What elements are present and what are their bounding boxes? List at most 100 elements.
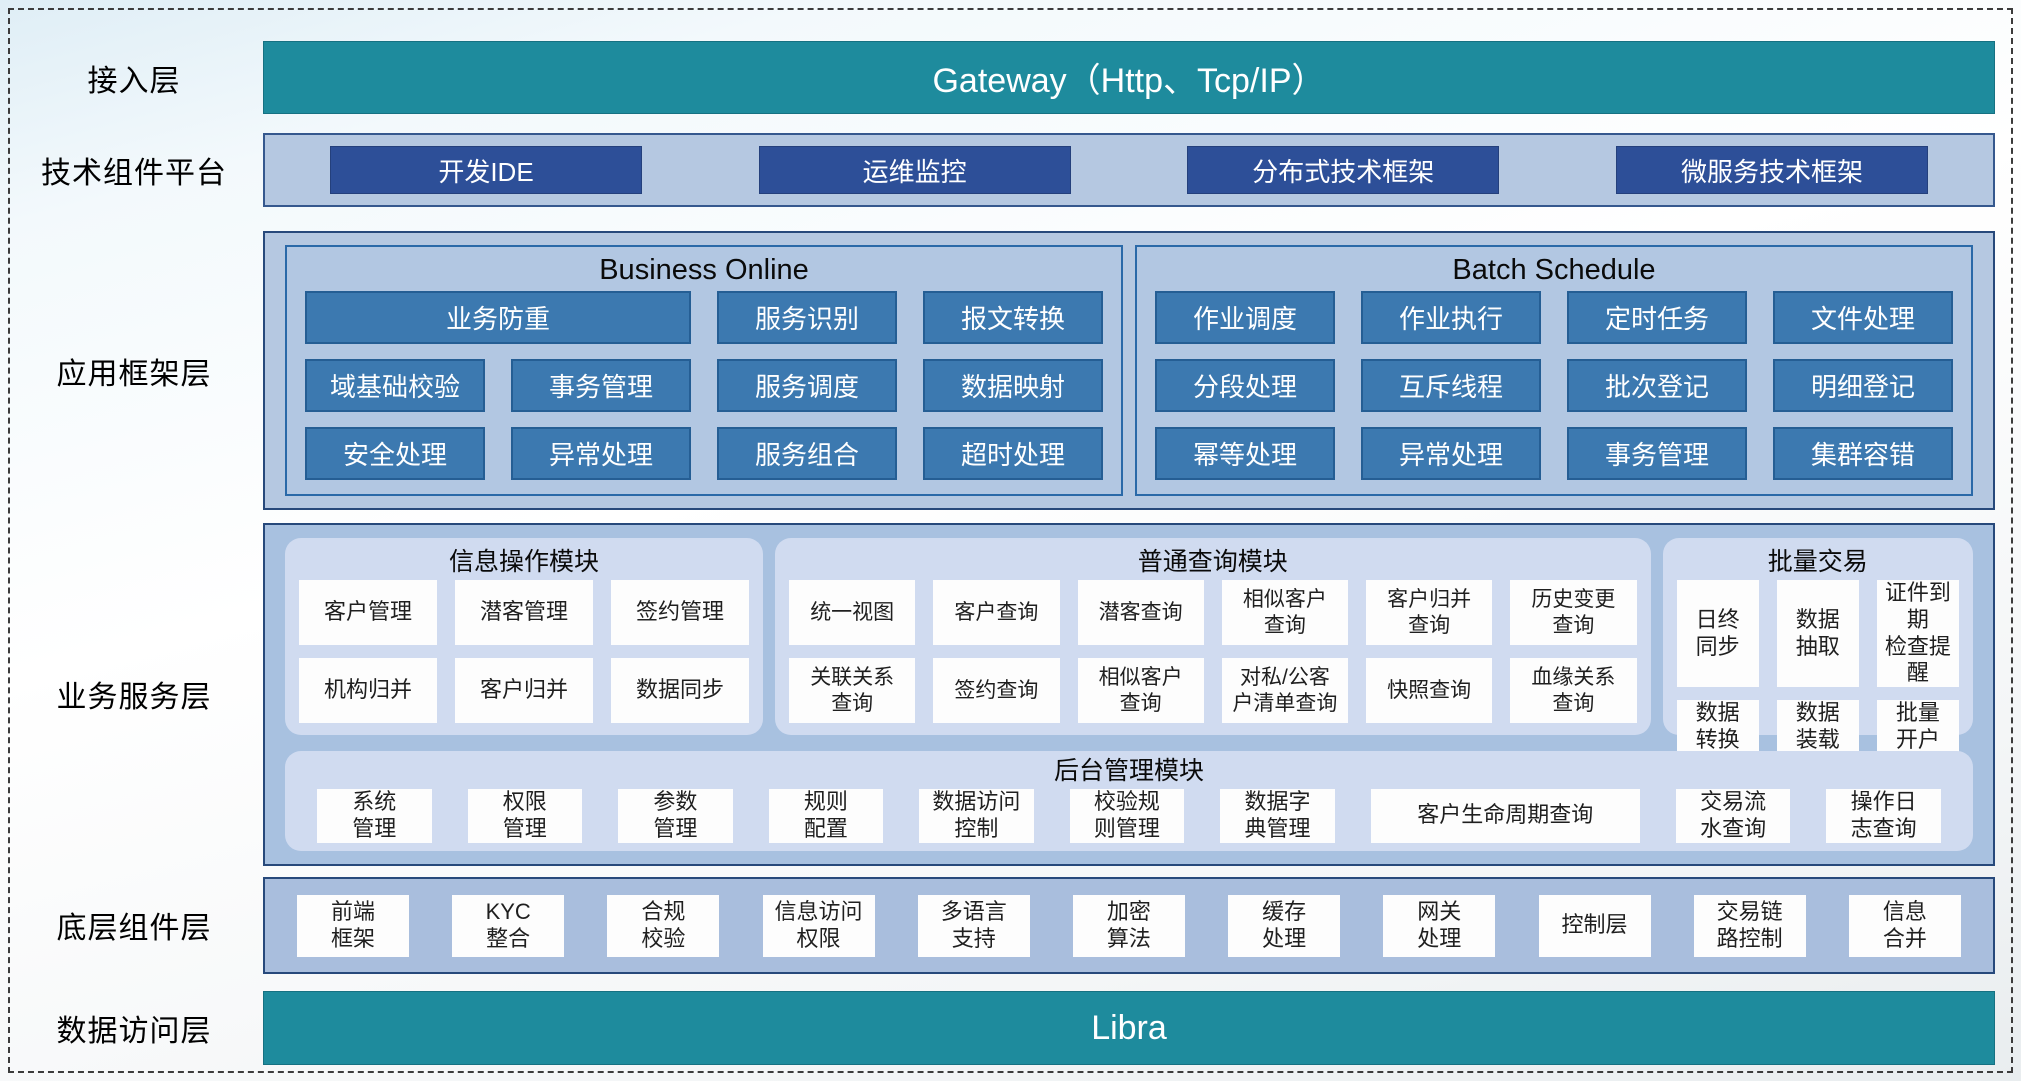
module-item: 签约查询 [933, 658, 1060, 723]
foundation-item: 前端 框架 [297, 894, 409, 957]
admin-module-title: 后台管理模块 [1053, 757, 1204, 785]
module-item: 统一视图 [789, 580, 916, 645]
admin-module-item: 参数 管理 [618, 789, 733, 843]
tech-platform-row: 开发IDE 运维监控 分布式技术框架 微服务技术框架 [263, 133, 1995, 207]
foundation-item: KYC 整合 [452, 894, 565, 957]
admin-module-item: 系统 管理 [317, 789, 432, 843]
business-service-box: 信息操作模块 客户管理潜客管理签约管理机构归并客户归并数据同步 普通查询模块 统… [263, 523, 1995, 866]
module-item: 客户归并 查询 [1366, 580, 1493, 645]
module-item: 日终 同步 [1676, 580, 1759, 688]
module-item: 相似客户 查询 [1221, 580, 1349, 645]
app-framework-button: 作业执行 [1361, 291, 1541, 344]
app-framework-button: 定时任务 [1567, 291, 1747, 344]
admin-module-item: 操作日 志查询 [1826, 789, 1941, 843]
app-framework-button: 事务管理 [511, 359, 691, 412]
app-framework-button: 事务管理 [1567, 427, 1747, 480]
module-item: 数据 转换 [1676, 700, 1759, 754]
common-query-grid: 统一视图客户查询潜客查询相似客户 查询客户归并 查询历史变更 查询关联关系 查询… [789, 580, 1637, 723]
layer-label-app: 应用框架层 [56, 358, 212, 391]
module-item: 数据同步 [611, 658, 750, 723]
app-framework-button: 数据映射 [923, 359, 1103, 412]
business-online-title: Business Online [599, 254, 809, 286]
batch-trade-title: 批量交易 [1767, 548, 1868, 576]
admin-module-item: 校验规 则管理 [1069, 789, 1185, 843]
module-item: 客户归并 [455, 658, 594, 723]
admin-module-item: 规则 配置 [768, 789, 884, 843]
app-framework-button: 集群容错 [1773, 427, 1953, 480]
app-framework-button: 超时处理 [923, 427, 1103, 480]
foundation-item: 缓存 处理 [1228, 894, 1341, 957]
foundation-items-row: 前端 框架 KYC 整合合规 校验信息访问 权限多语言 支持加密 算法缓存 处理网… [265, 894, 1993, 957]
batch-trade-grid: 日终 同步数据 抽取证件到期 检查提醒数据 转换数据 装载批量 开户 [1676, 580, 1959, 754]
app-framework-button: 服务识别 [717, 291, 897, 344]
foundation-item: 控制层 [1538, 894, 1651, 957]
info-operation-module: 信息操作模块 客户管理潜客管理签约管理机构归并客户归并数据同步 [285, 538, 764, 735]
layer-label-tech: 技术组件平台 [41, 157, 227, 190]
admin-module-box: 后台管理模块 系统 管理权限 管理参数 管理规则 配置数据访问 控制校验规 则管… [285, 751, 1973, 851]
admin-module-item: 权限 管理 [467, 789, 583, 843]
module-item: 签约管理 [611, 580, 750, 645]
app-framework-button: 文件处理 [1773, 291, 1953, 344]
module-item: 快照查询 [1366, 658, 1493, 723]
info-operation-title: 信息操作模块 [449, 548, 600, 576]
foundation-item: 网关 处理 [1383, 894, 1496, 957]
app-framework-button: 互斥线程 [1361, 359, 1541, 412]
tech-platform-button: 运维监控 [758, 146, 1071, 194]
app-framework-button: 幂等处理 [1155, 427, 1335, 480]
module-item: 机构归并 [299, 658, 438, 723]
layer-label-business: 业务服务层 [56, 681, 212, 714]
module-item: 潜客查询 [1077, 580, 1204, 645]
module-item: 客户查询 [933, 580, 1060, 645]
business-online-grid: 业务防重服务识别报文转换域基础校验事务管理服务调度数据映射安全处理异常处理服务组… [305, 291, 1103, 480]
app-framework-button: 业务防重 [305, 291, 691, 344]
module-item: 数据 抽取 [1776, 580, 1859, 688]
tech-platform-button: 微服务技术框架 [1615, 146, 1928, 194]
tech-platform-button: 开发IDE [330, 146, 642, 194]
common-query-module: 普通查询模块 统一视图客户查询潜客查询相似客户 查询客户归并 查询历史变更 查询… [775, 538, 1651, 735]
module-item: 批量 开户 [1876, 700, 1959, 754]
foundation-item: 合规 校验 [607, 894, 720, 957]
module-item: 历史变更 查询 [1510, 580, 1637, 645]
foundation-item: 交易链 路控制 [1693, 894, 1806, 957]
app-framework-button: 服务调度 [717, 359, 897, 412]
common-query-title: 普通查询模块 [1137, 548, 1288, 576]
admin-module-item: 数据访问 控制 [919, 789, 1034, 843]
batch-schedule-grid: 作业调度作业执行定时任务文件处理分段处理互斥线程批次登记明细登记幂等处理异常处理… [1155, 291, 1953, 480]
layer-label-foundation: 底层组件层 [56, 912, 212, 945]
batch-schedule-section: Batch Schedule 作业调度作业执行定时任务文件处理分段处理互斥线程批… [1135, 245, 1973, 496]
business-online-section: Business Online 业务防重服务识别报文转换域基础校验事务管理服务调… [285, 245, 1123, 496]
app-framework-button: 安全处理 [305, 427, 485, 480]
app-framework-button: 异常处理 [511, 427, 691, 480]
app-framework-button: 服务组合 [717, 427, 897, 480]
module-item: 客户管理 [299, 580, 438, 645]
app-framework-button: 作业调度 [1155, 291, 1335, 344]
app-framework-button: 分段处理 [1155, 359, 1335, 412]
module-item: 数据 装载 [1776, 700, 1859, 754]
batch-schedule-title: Batch Schedule [1452, 254, 1656, 286]
app-framework-button: 域基础校验 [305, 359, 485, 412]
module-item: 关联关系 查询 [789, 658, 916, 723]
app-framework-box: Business Online 业务防重服务识别报文转换域基础校验事务管理服务调… [263, 231, 1995, 510]
foundation-layer-row: 前端 框架 KYC 整合合规 校验信息访问 权限多语言 支持加密 算法缓存 处理网… [263, 877, 1995, 974]
foundation-item: 加密 算法 [1072, 894, 1185, 957]
foundation-item: 信息访问 权限 [762, 894, 875, 957]
module-item: 潜客管理 [455, 580, 594, 645]
app-framework-button: 报文转换 [923, 291, 1103, 344]
module-item: 相似客户 查询 [1077, 658, 1204, 723]
tech-platform-button: 分布式技术框架 [1187, 146, 1500, 194]
admin-module-item: 数据字 典管理 [1220, 789, 1335, 843]
layer-label-access: 接入层 [87, 65, 181, 98]
gateway-bar: Gateway（Http、Tcp/IP） [263, 41, 1995, 114]
module-item: 证件到期 检查提醒 [1876, 580, 1959, 688]
foundation-item: 多语言 支持 [917, 894, 1030, 957]
layer-label-data-access: 数据访问层 [56, 1015, 212, 1048]
app-framework-button: 明细登记 [1773, 359, 1953, 412]
app-framework-button: 批次登记 [1567, 359, 1747, 412]
module-item: 对私/公客 户清单查询 [1221, 658, 1349, 723]
batch-trade-module: 批量交易 日终 同步数据 抽取证件到期 检查提醒数据 转换数据 装载批量 开户 [1662, 538, 1973, 754]
app-framework-button: 异常处理 [1361, 427, 1541, 480]
admin-module-item: 客户生命周期查询 [1370, 789, 1640, 843]
libra-bar: Libra [263, 991, 1995, 1065]
admin-module-row: 系统 管理权限 管理参数 管理规则 配置数据访问 控制校验规 则管理数据字 典管… [299, 789, 1959, 843]
